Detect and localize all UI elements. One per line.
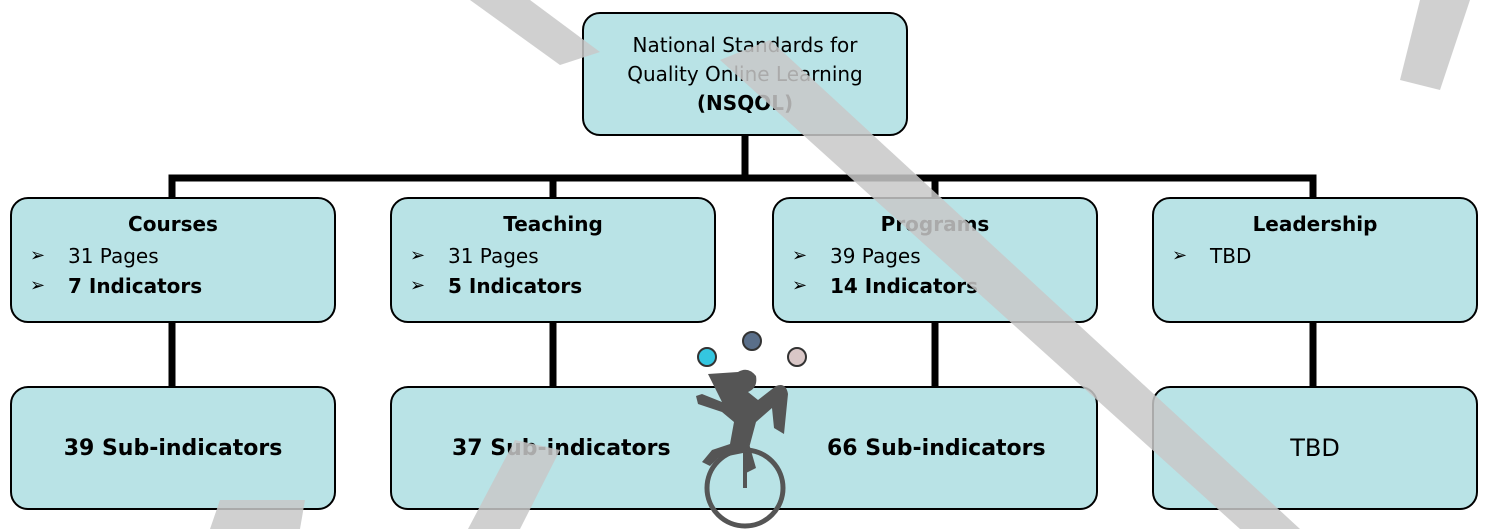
root-acronym: (NSQOL) [696, 90, 794, 115]
list-item: ➢31 Pages [30, 241, 334, 271]
sub-label: 39 Sub-indicators [63, 435, 283, 461]
root-line-2: Quality Online Learning [627, 61, 863, 86]
list-item: ➢39 Pages [792, 241, 1096, 271]
sub-label-teaching: 37 Sub-indicators [452, 435, 671, 461]
arrow-bullet-icon: ➢ [792, 275, 808, 296]
arrow-bullet-icon: ➢ [30, 275, 46, 296]
node-courses: Courses ➢31 Pages ➢7 Indicators [10, 197, 336, 323]
arrow-bullet-icon: ➢ [30, 245, 46, 266]
root-line-1: National Standards for [632, 32, 858, 57]
sub-node-teaching-programs: 37 Sub-indicators 66 Sub-indicators [390, 386, 1098, 510]
list-item: ➢7 Indicators [30, 271, 334, 301]
sub-label: TBD [1290, 434, 1340, 462]
node-leadership: Leadership ➢TBD [1152, 197, 1478, 323]
node-title: Teaching [503, 212, 603, 236]
list-item: ➢5 Indicators [410, 271, 714, 301]
node-title: Programs [880, 212, 990, 236]
arrow-bullet-icon: ➢ [1172, 245, 1188, 266]
arrow-bullet-icon: ➢ [410, 245, 426, 266]
arrow-bullet-icon: ➢ [410, 275, 426, 296]
list-item: ➢TBD [1172, 241, 1476, 271]
sub-node-courses: 39 Sub-indicators [10, 386, 336, 510]
node-title: Leadership [1252, 212, 1378, 236]
node-teaching: Teaching ➢31 Pages ➢5 Indicators [390, 197, 716, 323]
node-title: Courses [128, 212, 218, 236]
list-item: ➢31 Pages [410, 241, 714, 271]
node-programs: Programs ➢39 Pages ➢14 Indicators [772, 197, 1098, 323]
list-item: ➢14 Indicators [792, 271, 1096, 301]
sub-label-programs: 66 Sub-indicators [827, 435, 1046, 461]
sub-node-leadership: TBD [1152, 386, 1478, 510]
root-node-nsqol: National Standards for Quality Online Le… [582, 12, 908, 136]
arrow-bullet-icon: ➢ [792, 245, 808, 266]
